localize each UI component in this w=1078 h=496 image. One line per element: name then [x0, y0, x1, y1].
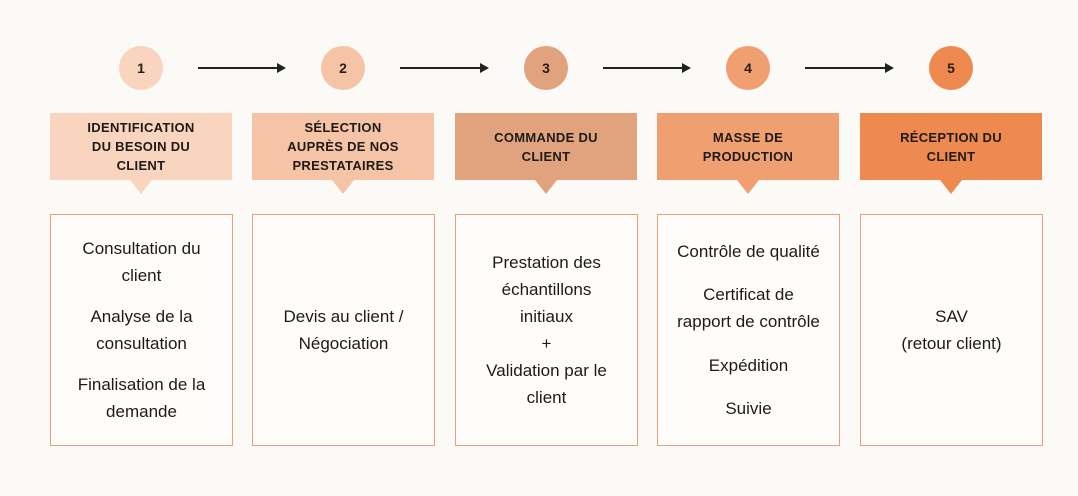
- step-3-number: 3: [524, 46, 568, 90]
- step-title-text: RÉCEPTION DU CLIENT: [900, 129, 1002, 164]
- step-2-title: SÉLECTION AUPRÈS DE NOS PRESTATAIRES: [252, 113, 434, 180]
- flow-arrow-2: [400, 62, 489, 74]
- step-3-title: COMMANDE DU CLIENT: [455, 113, 637, 180]
- step-5-details: SAV (retour client): [860, 214, 1043, 446]
- detail-item: Devis au client / Négociation: [283, 307, 404, 353]
- step-4-title: MASSE DE PRODUCTION: [657, 113, 839, 180]
- step-5-number: 5: [929, 46, 973, 90]
- step-3-details: Prestation des échantillons initiaux + V…: [455, 214, 638, 446]
- step-title-text: IDENTIFICATION DU BESOIN DU CLIENT: [87, 120, 195, 173]
- step-2-number: 2: [321, 46, 365, 90]
- detail-item: Consultation du client: [82, 239, 201, 285]
- step-title-text: MASSE DE PRODUCTION: [702, 129, 794, 164]
- detail-item: Expédition: [708, 355, 789, 375]
- step-title-text: SÉLECTION AUPRÈS DE NOS PRESTATAIRES: [287, 120, 399, 173]
- step-5-title: RÉCEPTION DU CLIENT: [860, 113, 1042, 180]
- step-4-number: 4: [726, 46, 770, 90]
- flow-arrow-3: [603, 62, 691, 74]
- detail-item: Finalisation de la demande: [77, 375, 206, 421]
- detail-item: Prestation des échantillons initiaux + V…: [486, 253, 607, 407]
- step-2-details: Devis au client / Négociation: [252, 214, 435, 446]
- step-2-pointer: [332, 180, 354, 194]
- detail-item: SAV (retour client): [901, 307, 1002, 353]
- step-1-title: IDENTIFICATION DU BESOIN DU CLIENT: [50, 113, 232, 180]
- step-title-text: COMMANDE DU CLIENT: [494, 129, 598, 164]
- detail-item: Contrôle de qualité: [677, 241, 820, 261]
- detail-item: Suivie: [725, 399, 772, 419]
- detail-item: Certificat de rapport de contrôle: [677, 285, 820, 332]
- flow-arrow-1: [198, 62, 286, 74]
- step-3-pointer: [535, 180, 557, 194]
- step-5-pointer: [940, 180, 962, 194]
- step-1-number: 1: [119, 46, 163, 90]
- step-4-pointer: [737, 180, 759, 194]
- flow-arrow-4: [805, 62, 894, 74]
- step-1-pointer: [130, 180, 152, 194]
- detail-item: Analyse de la consultation: [90, 307, 193, 353]
